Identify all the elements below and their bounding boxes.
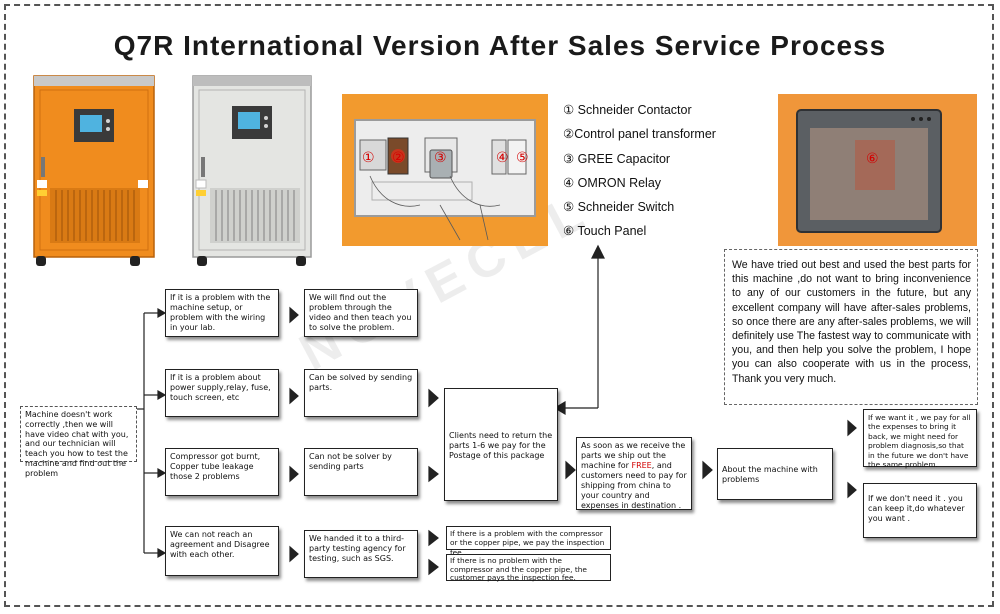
electrical-board-image xyxy=(342,94,548,246)
sgs-no-problem-box: If there is no problem with the compress… xyxy=(446,554,611,582)
case-1-problem: If it is a problem with the machine setu… xyxy=(165,289,279,337)
parts-item-3: ③ GREE Capacitor xyxy=(563,151,671,166)
case-2-problem: If it is a problem about power supply,re… xyxy=(165,369,279,417)
service-message: We have tried out best and used the best… xyxy=(724,249,978,405)
parts-item-4: ④ OMRON Relay xyxy=(563,175,662,190)
case-4-solution: We handed it to a third-party testing ag… xyxy=(304,530,418,578)
parts-item-1: ① Schneider Contactor xyxy=(563,103,692,117)
start-box: Machine doesn't work correctly ,then we … xyxy=(20,406,137,478)
case-3-solution: Can not be solver by sending parts xyxy=(304,448,418,496)
shipping-box: As soon as we receive the parts we ship … xyxy=(576,437,692,510)
panel-mark-6: ⑥ xyxy=(866,151,879,167)
shipping-free: FREE xyxy=(631,461,652,470)
keep-it-box: If we don't need it . you can keep it,do… xyxy=(863,483,977,538)
shipping-text-b: , and customers need to pay for shipping… xyxy=(581,461,687,510)
board-mark-1: ① xyxy=(362,150,375,166)
parts-item-2: ②Control panel transformer xyxy=(563,127,716,142)
board-mark-5: ⑤ xyxy=(516,150,529,166)
board-mark-3: ③ xyxy=(434,150,447,166)
parts-item-6: ⑥ Touch Panel xyxy=(563,224,647,239)
case-3-problem: Compressor got burnt, Copper tube leakag… xyxy=(165,448,279,496)
board-number-marks: ① ② ③ ④ ⑤ ⑥ xyxy=(362,150,879,167)
parts-list: ① Schneider Contactor ②Control panel tra… xyxy=(563,98,716,244)
touch-panel-image xyxy=(778,94,977,246)
page-frame xyxy=(4,4,994,607)
shipping-text-a: As soon as we receive the parts we ship … xyxy=(581,441,686,470)
sgs-problem-box: If there is a problem with the compresso… xyxy=(446,526,611,557)
case-2-solution: Can be solved by sending parts. xyxy=(304,369,418,417)
parts-item-5: ⑤ Schneider Switch xyxy=(563,200,675,215)
grey-machine-image xyxy=(192,75,312,266)
return-parts-box: Clients need to return the parts 1-6 we … xyxy=(444,388,558,501)
keep-return-box: If we want it , we pay for all the expen… xyxy=(863,409,977,469)
case-4-problem: We can not reach an agreement and Disagr… xyxy=(165,526,279,576)
case-1-solution: We will find out the problem through the… xyxy=(304,289,418,337)
board-mark-4: ④ xyxy=(496,150,509,166)
board-mark-2: ② xyxy=(392,150,405,166)
orange-machine-image xyxy=(33,75,155,266)
flow-connectors xyxy=(137,244,857,576)
page-title: Q7R International Version After Sales Se… xyxy=(113,30,887,61)
about-machine-box: About the machine with problems xyxy=(717,448,833,500)
